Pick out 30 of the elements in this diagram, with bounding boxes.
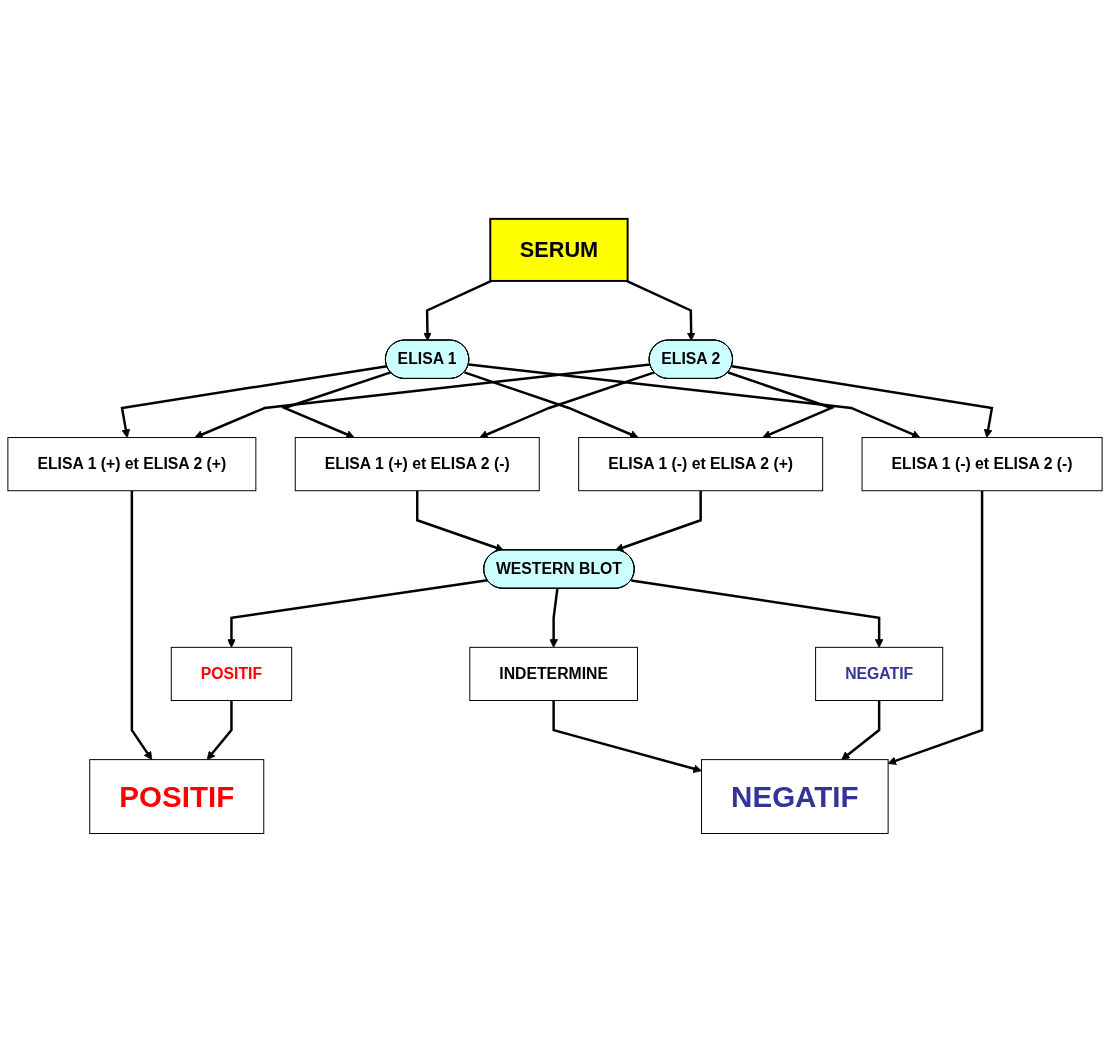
- arrow: [130, 491, 153, 761]
- arrow: [625, 280, 696, 342]
- node-box: ELISA 1 (+) et ELISA 2 (+): [7, 437, 257, 492]
- arrow: [887, 491, 984, 766]
- arrow: [416, 491, 504, 553]
- arrow: [464, 371, 639, 439]
- arrow: [552, 700, 702, 774]
- node-box: SERUM: [489, 218, 629, 283]
- arrow: [120, 365, 388, 439]
- arrow: [423, 280, 492, 342]
- arrow: [227, 579, 488, 649]
- arrow: [206, 700, 233, 761]
- arrow: [727, 371, 835, 439]
- node-box: POSITIF: [170, 647, 293, 702]
- arrow: [631, 579, 884, 649]
- arrow: [731, 365, 994, 439]
- node-box: NEGATIF: [701, 759, 889, 835]
- node-box: ELISA 1 (-) et ELISA 2 (-): [861, 437, 1103, 492]
- node-box: NEGATIF: [815, 647, 944, 702]
- arrow: [549, 588, 559, 649]
- node-box: INDETERMINE: [469, 647, 638, 702]
- node-box: ELISA 1 (-) et ELISA 2 (+): [578, 437, 824, 492]
- arrow: [479, 371, 655, 439]
- arrow: [194, 363, 651, 439]
- arrow: [468, 363, 921, 439]
- node-box: ELISA 1 (+) et ELISA 2 (-): [294, 437, 540, 492]
- arrow: [614, 491, 702, 553]
- arrow: [280, 371, 392, 439]
- arrow: [841, 700, 881, 761]
- node-box: POSITIF: [89, 759, 265, 835]
